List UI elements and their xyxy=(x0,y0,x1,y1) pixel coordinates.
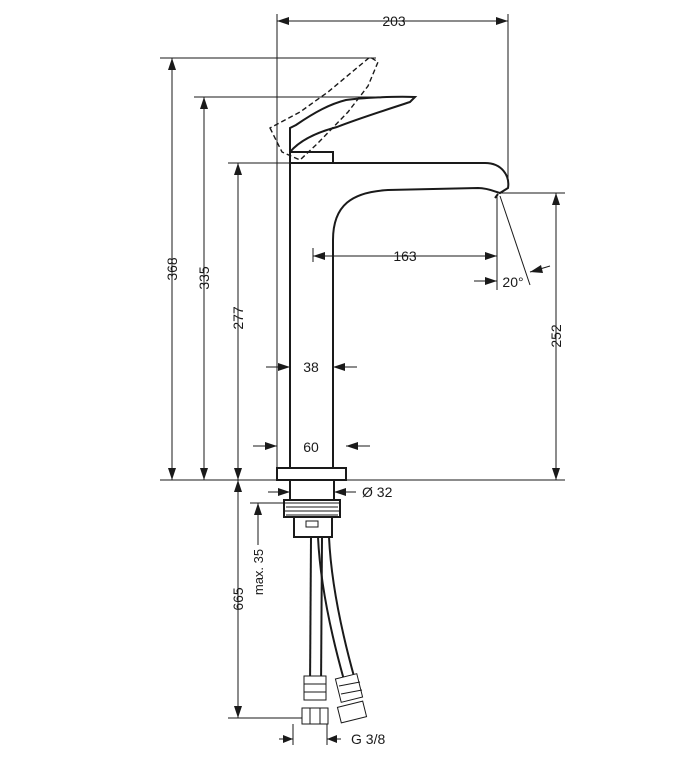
dim-height-lever-raised: 368 xyxy=(164,257,180,281)
hose-fittings xyxy=(301,673,368,725)
dim-spout-height: 252 xyxy=(548,324,564,348)
base-plate xyxy=(276,467,347,481)
supply-hoses xyxy=(309,536,356,691)
faucet-outline xyxy=(269,56,510,725)
shank xyxy=(289,479,335,501)
dim-shank-diameter: Ø 32 xyxy=(362,484,393,500)
lever-solid xyxy=(289,95,418,163)
dimension-labels: 203 368 335 277 163 20° 252 38 60 Ø 32 6… xyxy=(164,13,564,747)
dim-connection-thread: G 3/8 xyxy=(351,731,385,747)
threaded-fixing xyxy=(283,499,341,538)
dim-spout-reach: 163 xyxy=(393,248,417,264)
spout-body-outline xyxy=(289,162,510,469)
dim-body-width: 38 xyxy=(303,359,319,375)
dim-base-width: 60 xyxy=(303,439,319,455)
dim-spout-angle: 20° xyxy=(502,274,523,290)
dim-total-width: 203 xyxy=(382,13,406,29)
dim-height-body: 277 xyxy=(230,306,246,330)
dimension-lines xyxy=(168,17,560,743)
dim-height-lever: 335 xyxy=(196,266,212,290)
lever-raised-dashed xyxy=(269,56,379,161)
dim-max-countertop: max. 35 xyxy=(251,549,266,595)
dim-hose-length: 665 xyxy=(230,587,246,611)
extension-lines xyxy=(160,14,565,745)
lever-base-solid xyxy=(290,151,334,163)
